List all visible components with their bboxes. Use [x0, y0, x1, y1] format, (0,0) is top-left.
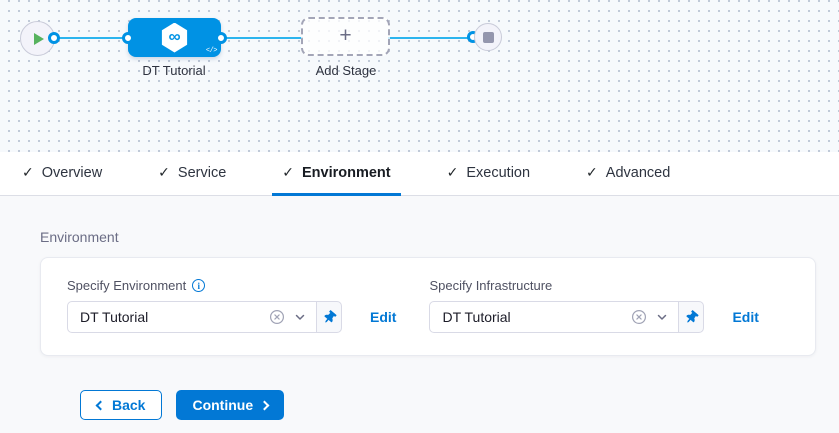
tab-overview[interactable]: ✓ Overview [12, 152, 112, 196]
chevron-right-icon [259, 400, 270, 411]
info-icon[interactable]: i [192, 279, 206, 292]
tab-service[interactable]: ✓ Service [148, 152, 236, 196]
clear-icon[interactable] [631, 309, 647, 325]
environment-select[interactable]: DT Tutorial [67, 301, 317, 333]
stage-config-tabbar: ✓ Overview ✓ Service ✓ Environment ✓ Exe… [0, 152, 839, 196]
clear-icon[interactable] [269, 309, 285, 325]
environment-edit-link[interactable]: Edit [370, 309, 397, 325]
continue-button[interactable]: Continue [176, 390, 285, 420]
connector-line [388, 37, 474, 39]
tab-label: Service [177, 164, 227, 181]
continue-button-label: Continue [192, 397, 254, 413]
pipeline-end-node [474, 23, 502, 51]
section-title: Environment [40, 229, 119, 245]
infrastructure-field-group: Specify Infrastructure DT Tutorial [429, 278, 759, 333]
pipeline-canvas: ∞ </> DT Tutorial + Add Stage [0, 0, 839, 152]
start-node-port [48, 32, 60, 44]
infrastructure-select-value: DT Tutorial [442, 309, 511, 325]
deploy-stage-icon: ∞ [161, 22, 188, 53]
stage-node-label: DT Tutorial [142, 63, 206, 78]
plus-icon: + [339, 24, 352, 47]
environment-field-group: Specify Environment i DT Tutorial [67, 278, 396, 333]
footer-actions: Back Continue [40, 356, 816, 420]
environment-card: Specify Environment i DT Tutorial [40, 257, 816, 356]
play-icon [34, 32, 44, 45]
stage-node-dt-tutorial[interactable]: ∞ </> [128, 18, 221, 57]
infrastructure-edit-link[interactable]: Edit [732, 309, 759, 325]
chevron-down-icon[interactable] [656, 311, 668, 323]
check-icon: ✓ [282, 164, 294, 180]
stop-icon [482, 31, 494, 43]
check-icon: ✓ [22, 164, 34, 180]
environment-field-label: Specify Environment [67, 278, 187, 293]
back-button-label: Back [112, 397, 146, 413]
connector-line [219, 37, 303, 39]
check-icon: ✓ [446, 164, 459, 180]
stage-left-port [122, 32, 134, 44]
pin-button[interactable] [678, 301, 705, 333]
add-stage-button[interactable]: + [301, 17, 390, 56]
check-icon: ✓ [586, 164, 598, 180]
connector-line [54, 37, 130, 39]
infrastructure-field-label: Specify Infrastructure [429, 278, 553, 293]
infinity-icon: ∞ [168, 27, 181, 46]
pin-button[interactable] [316, 301, 342, 333]
chevron-down-icon[interactable] [294, 311, 306, 323]
tab-label: Overview [41, 164, 103, 181]
code-icon: </> [205, 47, 218, 55]
tab-label: Execution [466, 164, 531, 181]
environment-tab-content: Environment Specify Environment i DT Tut… [0, 196, 839, 420]
environment-select-value: DT Tutorial [80, 309, 149, 325]
infrastructure-select[interactable]: DT Tutorial [429, 301, 680, 333]
tab-execution[interactable]: ✓ Execution [437, 152, 540, 196]
tab-environment[interactable]: ✓ Environment [272, 152, 401, 196]
stage-right-port [215, 32, 227, 44]
tab-label: Advanced [605, 164, 671, 181]
tab-label: Environment [302, 164, 391, 181]
add-stage-label: Add Stage [315, 63, 377, 78]
tab-advanced[interactable]: ✓ Advanced [576, 152, 680, 196]
check-icon: ✓ [158, 164, 170, 180]
back-button[interactable]: Back [80, 390, 163, 420]
chevron-left-icon [95, 400, 106, 411]
